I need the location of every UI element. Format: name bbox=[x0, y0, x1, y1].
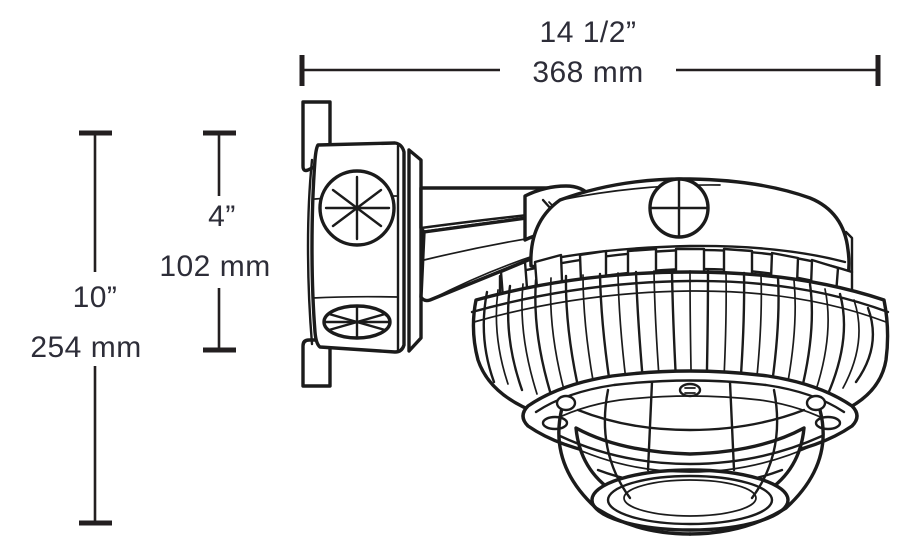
fin-valley bbox=[842, 299, 860, 389]
bracket-height-dimension: 4” 102 mm bbox=[159, 130, 270, 353]
overall-height-dimension: 10” 254 mm bbox=[30, 130, 141, 526]
guard-hoop-mid bbox=[558, 434, 824, 466]
fin-valley bbox=[521, 283, 538, 395]
guard-hoop-mid-inner bbox=[565, 443, 817, 473]
fin-edge bbox=[826, 292, 846, 396]
overall-width-dimension: 14 1/2” 368 mm bbox=[299, 16, 881, 89]
fin-band-mid bbox=[470, 279, 890, 314]
junction-box-side bbox=[407, 148, 423, 353]
fin-valley bbox=[549, 277, 568, 402]
globe-bottom-ring-core bbox=[623, 479, 757, 517]
overall-width-imperial-label: 14 1/2” bbox=[540, 16, 637, 49]
lower-screw-cross-b bbox=[323, 305, 391, 339]
wire-guard bbox=[555, 380, 827, 536]
glass-globe bbox=[574, 426, 806, 532]
upper-screw-cross-b bbox=[324, 175, 391, 241]
housing-screw bbox=[648, 177, 710, 239]
fin-edge bbox=[506, 284, 524, 392]
lower-mounting-screw bbox=[322, 304, 392, 340]
overall-height-imperial-label: 10” bbox=[73, 281, 118, 314]
collar-boss-center bbox=[678, 382, 702, 398]
guard-wire-center-left bbox=[646, 380, 654, 472]
fin-edge bbox=[482, 290, 496, 384]
fin-valley bbox=[495, 289, 509, 385]
upper-mounting-screw bbox=[318, 169, 396, 247]
junction-box-seam-bottom bbox=[312, 295, 399, 299]
housing-screw-cross bbox=[649, 179, 709, 238]
guard-wire-center-right bbox=[728, 380, 736, 472]
top-housing-lower-edge bbox=[534, 244, 847, 264]
guard-hoop-upper bbox=[576, 408, 806, 432]
guard-wire-left-outer bbox=[557, 406, 692, 536]
collar-boss-slot bbox=[684, 387, 696, 394]
guard-lug-left bbox=[555, 394, 577, 412]
overall-width-metric-label: 368 mm bbox=[532, 56, 643, 89]
lens-collar-top-edge bbox=[534, 379, 846, 414]
guard-wire-left-inner bbox=[603, 388, 632, 500]
overall-height-metric-label: 254 mm bbox=[30, 331, 141, 364]
collar-boss-right bbox=[814, 415, 842, 431]
collar-boss-left bbox=[541, 415, 569, 431]
bracket-height-imperial-label: 4” bbox=[208, 200, 236, 233]
top-housing-highlight bbox=[559, 184, 721, 201]
guard-lug-right bbox=[805, 394, 827, 412]
backplate-spine bbox=[306, 158, 314, 346]
guard-wire-right-inner bbox=[750, 388, 779, 500]
guard-wire-right-outer bbox=[688, 408, 825, 536]
fin-valley bbox=[812, 288, 829, 400]
fin-band-mid-inner bbox=[473, 290, 887, 323]
bracket-height-metric-label: 102 mm bbox=[159, 250, 270, 283]
fin-edge bbox=[534, 278, 554, 400]
